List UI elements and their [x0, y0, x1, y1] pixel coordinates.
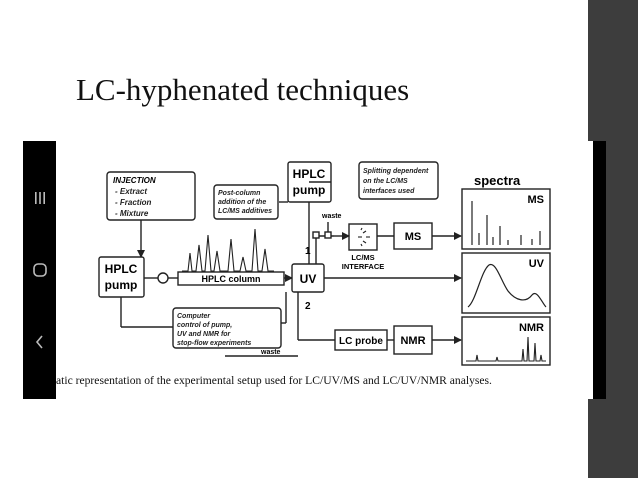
diagram-area: INJECTION - Extract - Fraction - Mixture… [56, 141, 593, 399]
nmr-detector-label: NMR [400, 335, 425, 347]
computer-note-line-2: control of pump, [177, 322, 232, 329]
injection-item-2: - Fraction [115, 198, 152, 207]
lc-setup-diagram: INJECTION - Extract - Fraction - Mixture… [98, 161, 551, 366]
uv-spectrum-label: UV [529, 258, 545, 270]
injector-valve [157, 272, 169, 284]
nmr-spectrum-panel: NMR [461, 316, 551, 366]
post-column-note-line-1: Post-column [218, 190, 260, 197]
computer-note: Computer control of pump, UV and NMR for… [172, 307, 282, 349]
nmr-spectrum-label: NMR [519, 322, 544, 334]
uv-detector-label: UV [300, 272, 317, 286]
uv-detector: UV [291, 263, 325, 293]
pump-left-line-1: HPLC [105, 262, 138, 276]
uv-spectrum-panel: UV [461, 252, 551, 314]
figure-caption: atic representation of the experimental … [56, 374, 492, 387]
splitting-note-line-1: Splitting dependent [363, 168, 429, 175]
nmr-detector: NMR [393, 325, 433, 355]
lcms-interface: LC/MS INTERFACE [342, 223, 385, 271]
computer-note-line-4: stop-flow experiments [177, 340, 251, 347]
post-column-note-line-3: LC/MS additives [218, 208, 272, 215]
recent-apps-icon[interactable] [31, 189, 49, 207]
post-column-note-line-2: addition of the [218, 199, 266, 206]
computer-note-line-3: UV and NMR for [177, 331, 232, 338]
home-icon[interactable] [31, 261, 49, 279]
injection-item-3: - Mixture [115, 209, 149, 218]
splitting-note-line-2: on the LC/MS [363, 178, 408, 185]
phone-nav-bar [23, 141, 56, 399]
injection-box: INJECTION - Extract - Fraction - Mixture [106, 171, 196, 221]
hplc-column: HPLC column [177, 271, 285, 286]
slide-title: LC-hyphenated techniques [76, 72, 410, 107]
hplc-pump-left: HPLC pump [98, 256, 145, 298]
waste-bottom-label: waste [260, 349, 281, 356]
ms-detector-label: MS [405, 231, 422, 243]
split-valve-2 [324, 231, 332, 239]
ms-spectrum-panel: MS [461, 188, 551, 250]
splitting-note-line-3: interfaces used [363, 188, 415, 195]
ms-spectrum-label: MS [528, 194, 545, 206]
waste-top-label: waste [321, 213, 342, 220]
spectra-heading: spectra [474, 173, 521, 188]
port-1-label: 1 [305, 246, 311, 257]
pump-top-line-2: pump [293, 183, 326, 197]
back-icon[interactable] [31, 333, 49, 351]
splitting-note: Splitting dependent on the LC/MS interfa… [358, 161, 439, 200]
port-2-label: 2 [305, 301, 311, 312]
lc-probe-label: LC probe [339, 336, 383, 347]
injection-title: INJECTION [113, 176, 156, 185]
computer-note-line-1: Computer [177, 313, 211, 320]
chromatogram-peaks [182, 228, 274, 272]
hplc-column-label: HPLC column [201, 274, 260, 284]
lc-probe: LC probe [334, 329, 388, 351]
interface-label-line-2: INTERFACE [342, 262, 385, 271]
phone-screenshot: INJECTION - Extract - Fraction - Mixture… [23, 141, 606, 399]
split-valve-1 [312, 231, 320, 239]
pump-left-line-2: pump [105, 278, 138, 292]
post-column-note: Post-column addition of the LC/MS additi… [213, 184, 279, 220]
ms-detector: MS [393, 222, 433, 250]
interface-label-line-1: LC/MS [351, 253, 374, 262]
pump-top-line-1: HPLC [293, 167, 326, 181]
injection-item-1: - Extract [115, 187, 147, 196]
